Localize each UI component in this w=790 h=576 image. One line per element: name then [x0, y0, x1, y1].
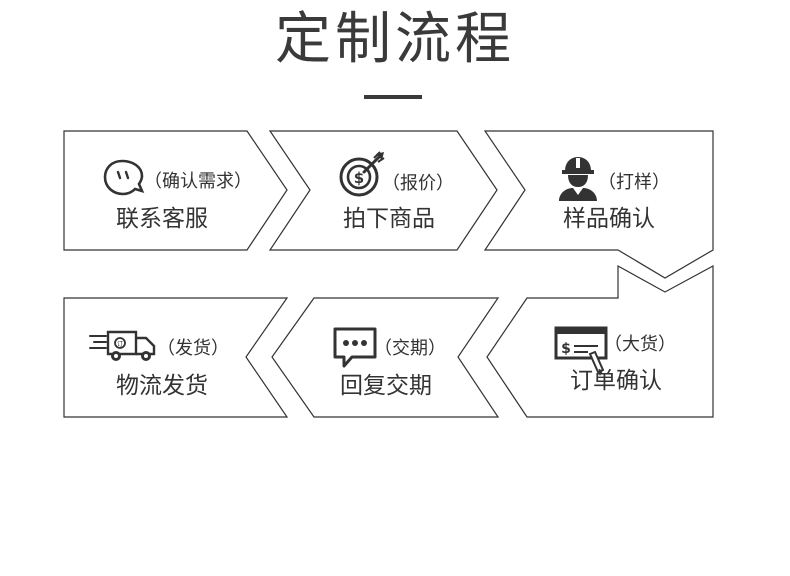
step-6-sub: （发货）: [157, 338, 229, 359]
chat-bubble-icon: [103, 159, 145, 196]
step-2-sub: （报价）: [382, 173, 454, 194]
title-underline: [364, 95, 422, 99]
svg-text:$: $: [561, 341, 571, 357]
step-box-2: [268, 130, 498, 251]
step-box-6: [63, 297, 289, 418]
delivery-van-icon: 订: [89, 330, 156, 361]
step-box-4: [486, 264, 714, 418]
step-3-label: 样品确认: [563, 206, 655, 232]
target-dollar-icon: $: [339, 151, 385, 197]
step-box-3: [483, 130, 714, 279]
step-5-label: 回复交期: [340, 373, 432, 399]
step-box-1: [63, 130, 288, 251]
step-2-label: 拍下商品: [343, 206, 435, 232]
step-3-sub: （打样）: [598, 172, 670, 193]
step-6-label: 物流发货: [116, 373, 208, 399]
step-5-sub: （交期）: [374, 338, 446, 359]
step-1-label: 联系客服: [116, 206, 208, 232]
page-title: 定制流程: [275, 7, 515, 72]
worker-helmet-icon: [559, 157, 597, 201]
step-4-label: 订单确认: [570, 368, 662, 394]
svg-text:订: 订: [117, 341, 123, 348]
check-signing-icon: $: [554, 326, 608, 376]
step-1-sub: （确认需求）: [144, 171, 252, 192]
message-dots-icon: [333, 327, 377, 368]
step-box-5: [271, 297, 500, 418]
svg-text:$: $: [354, 169, 364, 187]
step-4-sub: （大货）: [604, 334, 676, 355]
